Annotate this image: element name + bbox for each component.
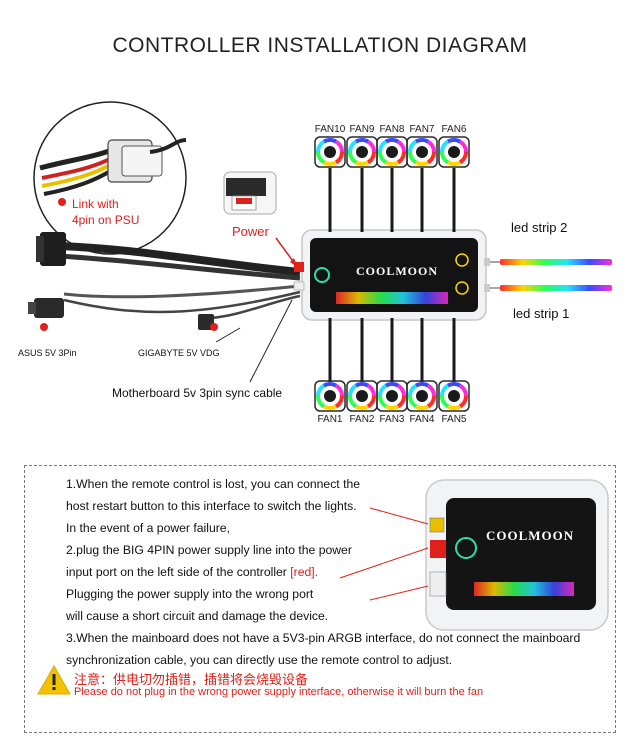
fan-fan4 <box>406 380 438 412</box>
cable-bundle <box>28 232 301 383</box>
fan-fan7 <box>406 136 438 168</box>
warning-english: Please do not plug in the wrong power su… <box>74 686 484 698</box>
fan-fan1 <box>314 380 346 412</box>
fan-label-fan7: FAN7 <box>409 124 435 135</box>
note-line-9: synchronization cable, you can directly … <box>66 653 453 667</box>
led-strip-2-label: led strip 2 <box>511 220 568 235</box>
instructions-box <box>24 465 616 733</box>
warning-icon <box>37 664 71 695</box>
fan-fan3 <box>376 380 408 412</box>
note-line-5: input port on the left side of the contr… <box>66 565 318 579</box>
fans-top-row <box>314 136 470 232</box>
note-line-8: 3.When the mainboard does not have a 5V3… <box>66 631 581 645</box>
brand-logo-photo: COOLMOON <box>486 528 575 543</box>
note-line-5-red: [red]. <box>290 565 319 579</box>
warning-chinese: 注意：供电切勿插错，插错将会烧毁设备 <box>74 672 309 687</box>
controller-box <box>293 229 490 321</box>
fans-bottom-row <box>314 318 470 412</box>
note-line-3: In the event of a power failure, <box>66 521 230 535</box>
brand-logo: COOLMOON <box>356 264 438 278</box>
asus-label: ASUS 5V 3Pin <box>18 348 77 358</box>
fan-label-fan1: FAN1 <box>317 414 343 425</box>
fan-label-fan10: FAN10 <box>314 124 346 135</box>
note-line-5-main: input port on the left side of the contr… <box>66 565 291 579</box>
fan-label-fan3: FAN3 <box>379 414 405 425</box>
fan-label-fan2: FAN2 <box>349 414 375 425</box>
diagram-title: CONTROLLER INSTALLATION DIAGRAM <box>112 34 528 57</box>
note-line-6: Plugging the power supply into the wrong… <box>66 587 314 601</box>
psu-label-line2: 4pin on PSU <box>72 213 140 227</box>
gigabyte-label: GIGABYTE 5V VDG <box>138 348 220 358</box>
power-port-inset <box>223 171 299 269</box>
fan-fan8 <box>376 136 408 168</box>
note-line-2: host restart button to this interface to… <box>66 499 357 513</box>
fan-fan2 <box>346 380 378 412</box>
fan-label-fan4: FAN4 <box>409 414 435 425</box>
fan-fan10 <box>314 136 346 168</box>
motherboard-cable-label: Motherboard 5v 3pin sync cable <box>112 386 283 400</box>
power-label: Power <box>232 224 269 239</box>
controller-photo <box>339 479 609 631</box>
fan-label-fan6: FAN6 <box>441 124 467 135</box>
fan-label-fan5: FAN5 <box>441 414 467 425</box>
psu-connector-inset <box>33 101 187 255</box>
fan-label-fan9: FAN9 <box>349 124 375 135</box>
fan-fan5 <box>438 380 470 412</box>
note-line-4: 2.plug the BIG 4PIN power supply line in… <box>66 543 352 557</box>
led-strip-1-label: led strip 1 <box>513 306 570 321</box>
note-line-7: will cause a short circuit and damage th… <box>66 609 329 623</box>
fan-fan6 <box>438 136 470 168</box>
fan-label-fan8: FAN8 <box>379 124 405 135</box>
led-strips <box>490 259 612 291</box>
note-line-1: 1.When the remote control is lost, you c… <box>66 477 361 491</box>
fan-fan9 <box>346 136 378 168</box>
psu-label-line1: Link with <box>72 197 119 211</box>
